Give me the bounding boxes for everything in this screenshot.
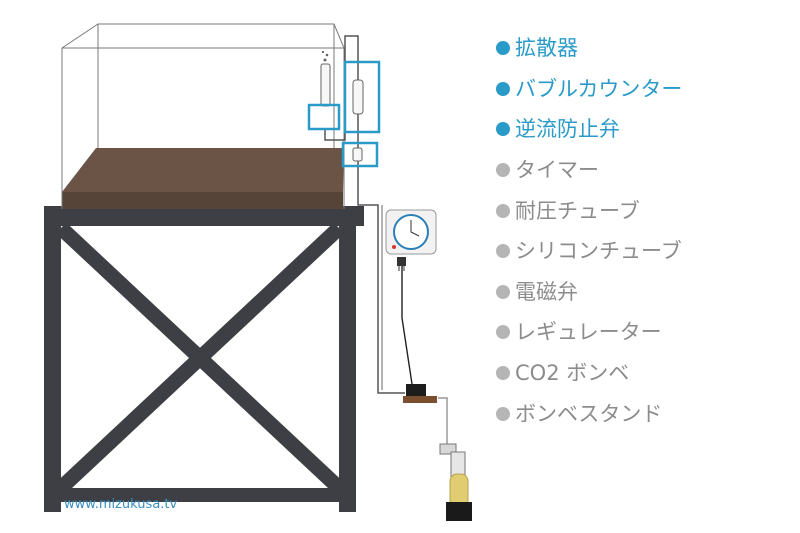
legend-item-label: バブルカウンター bbox=[515, 76, 683, 101]
diffuser bbox=[320, 50, 331, 107]
legend-item: 電磁弁 bbox=[496, 272, 682, 313]
timer-plug bbox=[397, 257, 406, 266]
timer-indicator bbox=[392, 245, 396, 249]
legend-item: バブルカウンター bbox=[496, 69, 682, 110]
highlight-boxes bbox=[307, 60, 381, 168]
legend-item-label: ボンベスタンド bbox=[515, 401, 663, 426]
legend-item-label: CO2 ボンベ bbox=[515, 361, 630, 386]
legend-item: CO2 ボンベ bbox=[496, 353, 682, 394]
bubble bbox=[325, 53, 329, 57]
highlight-bubble-counter bbox=[343, 60, 381, 134]
timer bbox=[385, 209, 437, 271]
bubble bbox=[321, 50, 325, 54]
bullet-dot-icon bbox=[496, 81, 510, 96]
aquarium-stand bbox=[44, 206, 364, 512]
solenoid-body bbox=[403, 396, 437, 403]
component-legend: 拡散器バブルカウンター逆流防止弁タイマー耐圧チューブシリコンチューブ電磁弁レギュ… bbox=[496, 28, 682, 434]
bullet-dot-icon bbox=[496, 41, 510, 56]
regulator-gauge bbox=[439, 443, 457, 455]
legend-item: 拡散器 bbox=[496, 28, 682, 69]
highlight-check-valve bbox=[341, 141, 379, 168]
website-watermark: www.mizukusa.tv bbox=[64, 497, 178, 512]
legend-item-label: 拡散器 bbox=[515, 36, 578, 61]
legend-item: ボンベスタンド bbox=[496, 393, 682, 434]
check-valve bbox=[352, 147, 363, 162]
bubble-counter-body bbox=[352, 79, 364, 115]
legend-item: シリコンチューブ bbox=[496, 231, 682, 272]
silicone-tube-path bbox=[324, 35, 405, 394]
stand-right-leg-front bbox=[339, 206, 356, 512]
legend-item-label: タイマー bbox=[515, 158, 599, 183]
legend-item: タイマー bbox=[496, 150, 682, 191]
solenoid-coil bbox=[406, 384, 426, 396]
legend-item-label: シリコンチューブ bbox=[515, 239, 682, 264]
bullet-dot-icon bbox=[496, 406, 510, 421]
bullet-dot-icon bbox=[496, 163, 510, 178]
stand-cross-brace-2 bbox=[55, 222, 345, 494]
substrate-top bbox=[62, 148, 344, 192]
legend-item: 耐圧チューブ bbox=[496, 190, 682, 231]
legend-item-label: レギュレーター bbox=[515, 320, 662, 345]
bullet-dot-icon bbox=[496, 325, 510, 340]
substrate bbox=[62, 148, 344, 209]
regulator bbox=[439, 443, 466, 479]
cylinder-stand bbox=[446, 502, 472, 521]
bullet-dot-icon bbox=[496, 122, 510, 137]
timer-power-cord bbox=[401, 258, 413, 385]
stand-left-leg-front bbox=[44, 206, 61, 512]
bullet-dot-icon bbox=[496, 366, 510, 381]
legend-item-label: 逆流防止弁 bbox=[515, 117, 620, 142]
bullet-dot-icon bbox=[496, 284, 510, 299]
bubble-counter bbox=[352, 79, 364, 115]
legend-item: 逆流防止弁 bbox=[496, 109, 682, 150]
timer-hand bbox=[410, 231, 420, 237]
co2-feed-tube bbox=[438, 397, 448, 448]
substrate-front bbox=[62, 192, 343, 209]
bullet-dot-icon bbox=[496, 244, 510, 259]
stand-bottom-frame bbox=[44, 488, 356, 502]
legend-item-label: 耐圧チューブ bbox=[515, 198, 640, 223]
highlight-diffuser bbox=[307, 103, 341, 131]
bubble bbox=[323, 58, 327, 62]
stand-top-frame bbox=[44, 206, 364, 226]
tubing bbox=[324, 35, 448, 448]
legend-item: レギュレーター bbox=[496, 312, 682, 353]
legend-item-label: 電磁弁 bbox=[515, 279, 578, 304]
bullet-dot-icon bbox=[496, 203, 510, 218]
solenoid-valve bbox=[403, 384, 437, 403]
diffuser-body bbox=[320, 63, 331, 107]
